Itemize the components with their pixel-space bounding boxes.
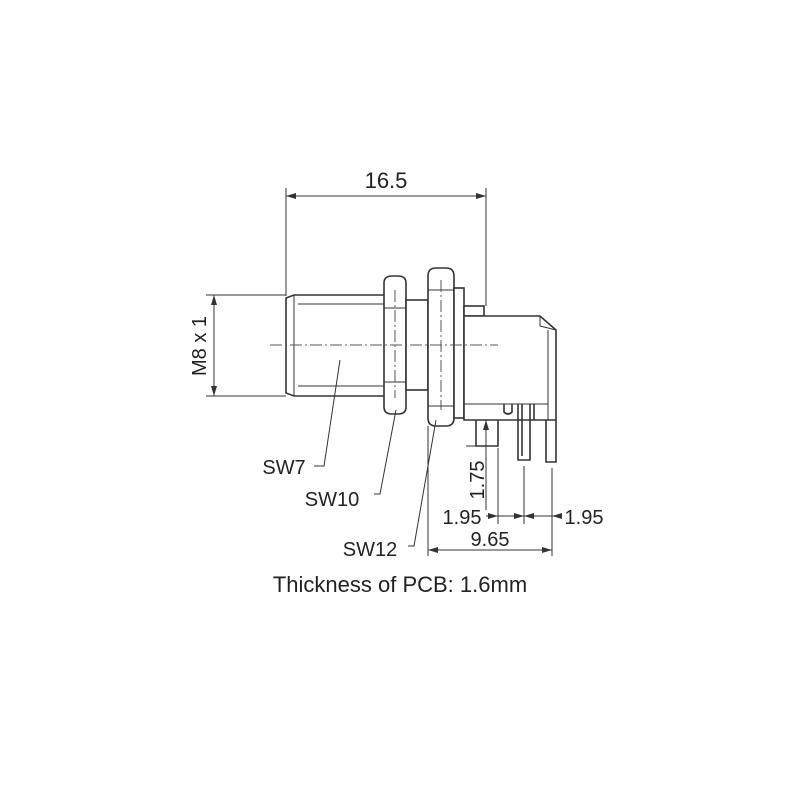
dimension-pin-offset-label: 1.75 xyxy=(467,461,489,500)
dimension-length-label: 16.5 xyxy=(365,168,408,193)
dimension-length xyxy=(285,188,487,306)
dimension-pin-span-label: 9.65 xyxy=(471,529,510,551)
caption: Thickness of PCB: 1.6mm xyxy=(272,572,528,597)
right-angle-housing xyxy=(463,305,557,421)
dimension-pin-offset xyxy=(466,419,489,510)
dimension-pin-span xyxy=(427,426,553,556)
dimension-pitch-left-label: 1.95 xyxy=(443,507,482,529)
label-sw7: SW7 xyxy=(262,457,305,479)
label-sw10: SW10 xyxy=(305,489,359,511)
dimension-pitch xyxy=(486,448,562,524)
flange xyxy=(453,287,465,419)
dimension-thread xyxy=(206,294,286,397)
label-sw12: SW12 xyxy=(343,539,397,561)
pcb-pins xyxy=(475,404,557,463)
leader-lines xyxy=(314,359,437,547)
dimension-pitch-right-label: 1.95 xyxy=(565,507,604,529)
dimension-thread-label: M8 x 1 xyxy=(189,316,211,376)
